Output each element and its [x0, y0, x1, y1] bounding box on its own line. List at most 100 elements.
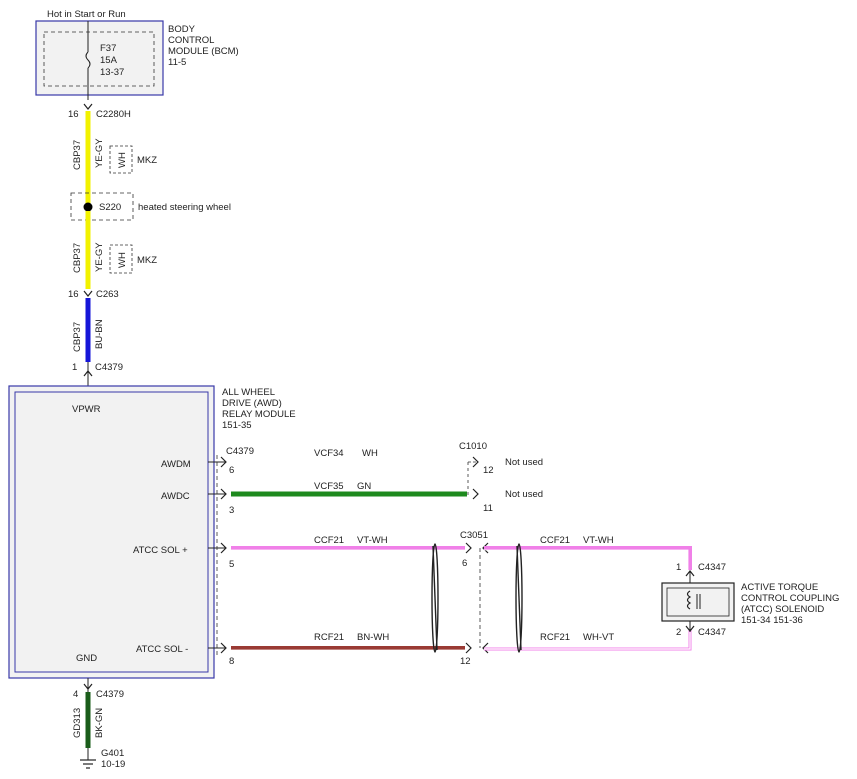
wire-upper-alt-note: MKZ	[137, 155, 157, 166]
wire-lower-circuit: CBP37	[72, 243, 83, 273]
rcf21-b-circuit: RCF21	[540, 632, 570, 643]
wire-upper-alt-box	[109, 145, 133, 174]
bcm-name-3: MODULE (BCM)	[168, 46, 239, 57]
awd-pin-label-atcc-pos: ATCC SOL +	[133, 545, 188, 556]
awd-gnd: GND	[76, 653, 97, 664]
pin-awdc-number: 3	[229, 505, 234, 516]
awd-module-outer	[8, 385, 215, 679]
twisted-pair-left-cross	[432, 545, 438, 651]
atcc-name-1: ACTIVE TORQUE	[741, 582, 818, 593]
wire-feed-circuit: CBP37	[72, 322, 83, 352]
c3051-pin12-left-chevron	[465, 642, 472, 654]
bcm-box	[35, 20, 164, 96]
c3051-label: C3051	[460, 530, 488, 541]
c4379-out-label: C4379	[96, 689, 124, 700]
c3051-pin6-right-chevron	[482, 542, 489, 554]
supply-note: Hot in Start or Run	[47, 9, 126, 20]
c1010-pin11-chevron	[472, 488, 479, 500]
awd-name-1: ALL WHEEL	[222, 387, 275, 398]
c2280h-pin: 16	[68, 109, 79, 120]
wire-lower-alt-box	[109, 244, 133, 274]
c1010-pin12-chevron	[472, 456, 479, 468]
twisted-pair-right	[515, 543, 523, 653]
wire-feed-color: BU-BN	[94, 319, 105, 349]
awd-module-inner	[14, 391, 209, 673]
c263-chevron	[83, 290, 93, 297]
fuse-ref: 13-37	[100, 67, 124, 78]
wire-upper-circuit: CBP37	[72, 140, 83, 170]
awd-ref: 151-35	[222, 420, 252, 431]
vcf34-color: WH	[362, 448, 378, 459]
twisted-pair-right-cross	[516, 545, 522, 651]
fuse-rating: 15A	[100, 55, 118, 66]
bcm-name-1: BODY	[168, 24, 196, 35]
c4379-out-chevron	[83, 683, 93, 690]
c1010-pin-b: 11	[483, 503, 493, 514]
bcm-inner-box	[43, 31, 155, 87]
fuse-icon	[85, 51, 91, 69]
atcc-ref: 151-34 151-36	[741, 615, 803, 626]
wire-ccf21-b-pink	[484, 546, 692, 570]
ccf21-b-color: VT-WH	[583, 535, 614, 546]
atcc-conn-a: C4347	[698, 562, 726, 573]
rcf21-b-color: WH-VT	[583, 632, 614, 643]
atcc-conn-b: C4347	[698, 627, 726, 638]
splice-box	[70, 192, 134, 221]
wire-ground-color: BK-GN	[94, 708, 105, 738]
wire-ccf21-b-stripe	[484, 549, 689, 570]
c2280h-label: C2280H	[96, 109, 131, 120]
ccf21-a-circuit: CCF21	[314, 535, 344, 546]
awd-name-2: DRIVE (AWD)	[222, 398, 282, 409]
c4379-out-pin: 4	[73, 689, 78, 700]
pin-atcc-neg-number: 8	[229, 656, 234, 667]
awd-vpwr: VPWR	[72, 404, 101, 415]
c4379-in-chevron	[83, 370, 93, 377]
awd-pin-label-awdm: AWDM	[161, 459, 191, 470]
rcf21-a-color: BN-WH	[357, 632, 389, 643]
splice-dot	[83, 202, 93, 212]
awd-name-3: RELAY MODULE	[222, 409, 296, 420]
splice-note: heated steering wheel	[138, 202, 231, 213]
atcc-pin-b: 2	[676, 627, 681, 638]
c263-pin: 16	[68, 289, 79, 300]
wire-lower-alt-color: WH	[117, 252, 128, 268]
vcf34-circuit: VCF34	[314, 448, 344, 459]
c4379-connector-label: C4379	[226, 446, 254, 457]
atcc-pin2-chevron	[685, 625, 695, 632]
solenoid-coil-icon	[686, 590, 692, 610]
c3051-pin12-right-chevron	[482, 642, 489, 654]
twisted-pair-left	[431, 543, 439, 653]
splice-label: S220	[99, 202, 121, 213]
awd-pin-label-awdc: AWDC	[161, 491, 190, 502]
atcc-pin-a: 1	[676, 562, 681, 573]
c1010-label: C1010	[459, 441, 487, 452]
atcc-name-2: CONTROL COUPLING	[741, 593, 839, 604]
fuse-id: F37	[100, 43, 116, 54]
atcc-solenoid-inner	[666, 587, 730, 617]
bcm-ref: 11-5	[168, 57, 186, 68]
atcc-solenoid-box	[661, 582, 735, 622]
c1010-note-b: Not used	[505, 489, 543, 500]
ground-ref: 10-19	[101, 759, 125, 770]
c1010-note-a: Not used	[505, 457, 543, 468]
c4379-in-pin: 1	[72, 362, 77, 373]
wire-upper-alt-color: WH	[117, 152, 128, 168]
vcf35-color: GN	[357, 481, 371, 492]
wire-lower-color: YE-GY	[94, 242, 105, 272]
wire-ground-circuit: GD313	[72, 708, 83, 738]
awd-pin-label-atcc-neg: ATCC SOL -	[136, 644, 188, 655]
ccf21-b-circuit: CCF21	[540, 535, 570, 546]
rcf21-a-circuit: RCF21	[314, 632, 344, 643]
c4379-in-label: C4379	[95, 362, 123, 373]
pin-awdm-number: 6	[229, 465, 234, 476]
c3051-pin-b: 12	[460, 656, 471, 667]
c3051-pin-a: 6	[462, 558, 467, 569]
atcc-name-3: (ATCC) SOLENOID	[741, 604, 824, 615]
wire-rcf21-b-stripe	[484, 630, 691, 650]
c1010-pin-a: 12	[483, 465, 494, 476]
vcf35-circuit: VCF35	[314, 481, 344, 492]
ground-label: G401	[101, 748, 124, 759]
c263-label: C263	[96, 289, 119, 300]
pin-atcc-pos-number: 5	[229, 559, 234, 570]
